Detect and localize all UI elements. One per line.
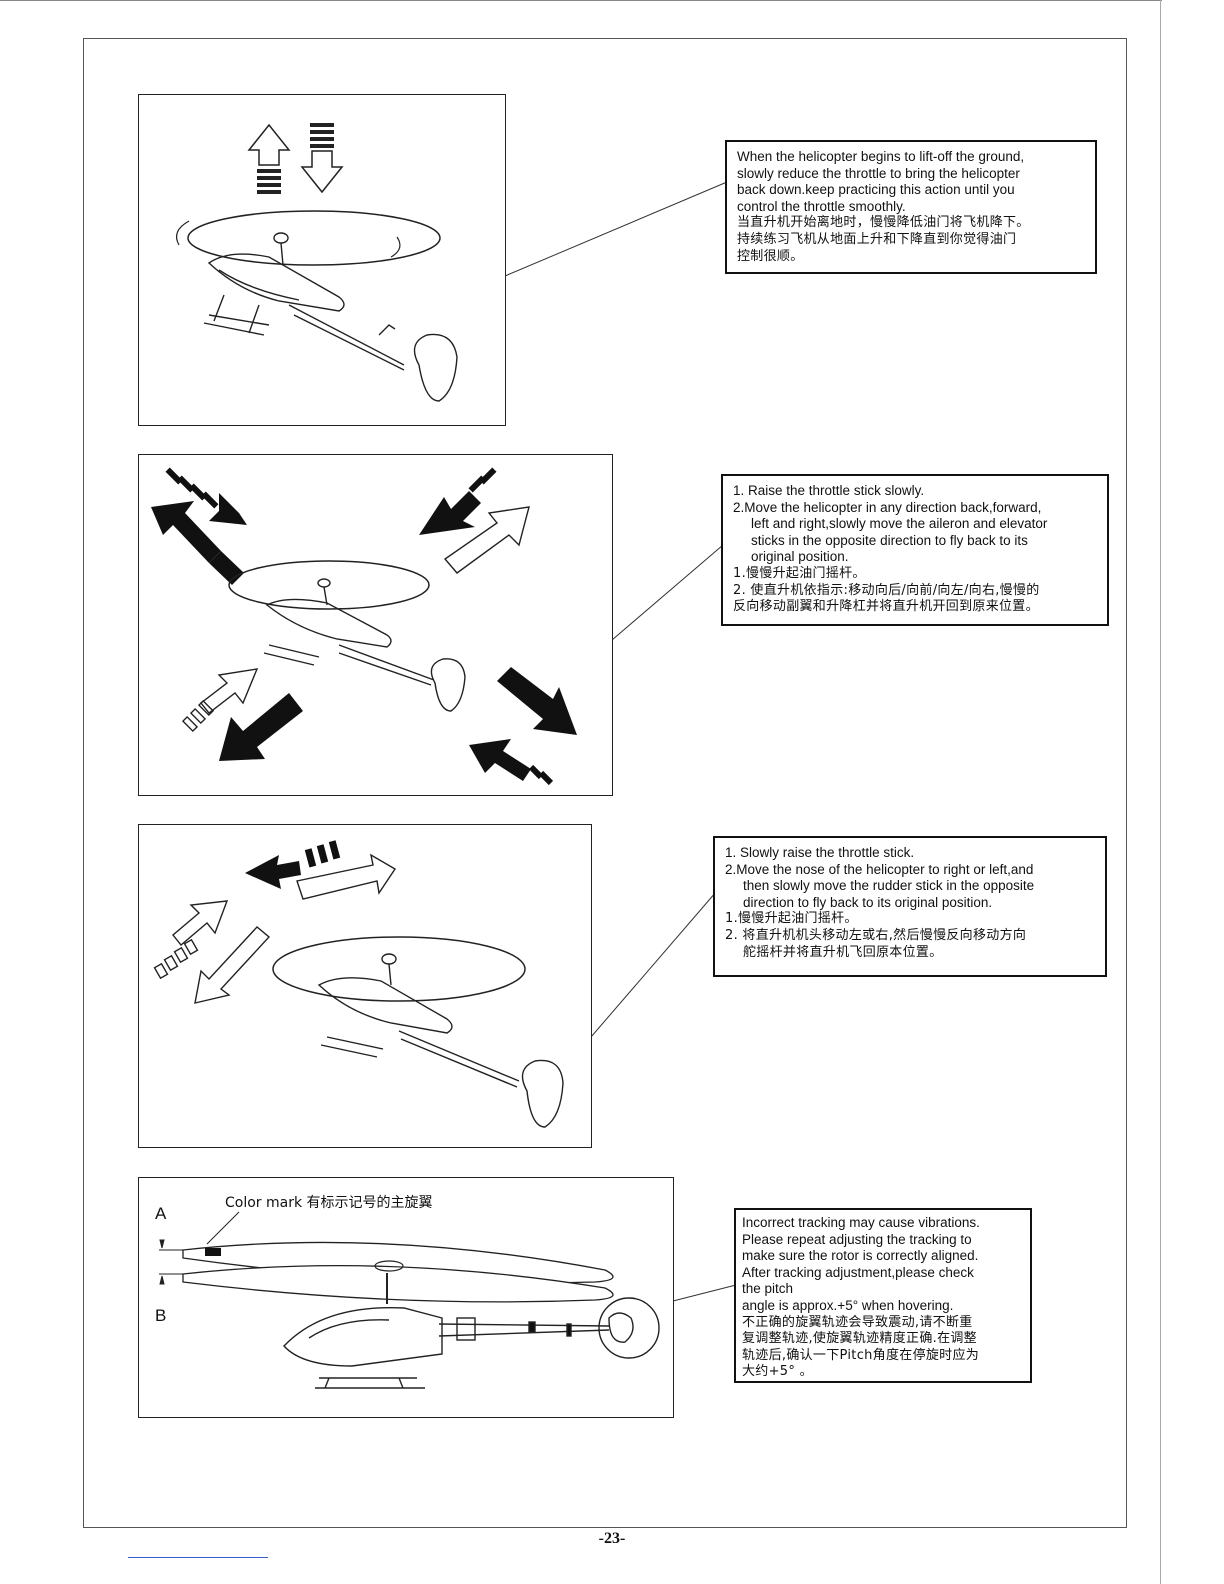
rotor-tracking-illustration — [159, 1211, 660, 1389]
instruction-box-throttle: When the helicopter begins to lift-off t… — [725, 140, 1097, 274]
instruction-en-line: 2.Move the helicopter in any direction b… — [733, 499, 1042, 515]
arrow-downright-striped-icon — [165, 467, 247, 525]
arrow-upleft-striped-icon — [469, 739, 554, 786]
instruction-en-line: 1. Slowly raise the throttle stick. — [725, 845, 915, 860]
instruction-en-line: Incorrect tracking may cause vibrations. — [742, 1215, 980, 1230]
instruction-cn-line: 2. 将直升机机头移动左或右,然后慢慢反向移动方向 — [725, 927, 1027, 943]
page-right-border — [1160, 0, 1162, 1584]
label-a: A — [155, 1204, 167, 1223]
instruction-box-aileron-elevator: 1. Raise the throttle stick slowly. 2.Mo… — [721, 474, 1109, 626]
down-arrow-icon — [300, 150, 344, 194]
illustration-panel-rudder — [138, 824, 592, 1148]
instruction-cn-line: 1.慢慢升起油门摇杆。 — [725, 911, 858, 927]
instruction-en-line: After tracking adjustment,please check — [742, 1264, 974, 1280]
instruction-en-line: 1. Raise the throttle stick slowly. — [733, 483, 925, 498]
instruction-en-line: Please repeat adjusting the tracking to — [742, 1231, 972, 1247]
instruction-en-line: When the helicopter begins to lift-off t… — [737, 149, 1025, 164]
page-top-border — [0, 0, 1162, 2]
hyperlink-underline[interactable] — [128, 1557, 268, 1559]
instruction-cn-line: 复调整轨迹,使旋翼轨迹精度正确.在调整 — [742, 1331, 977, 1347]
stripes-up — [257, 169, 281, 194]
instruction-en-line: the pitch — [742, 1281, 794, 1297]
instruction-en-line: sticks in the opposite direction to fly … — [751, 532, 1028, 548]
arrow-downleft-outline-icon — [194, 926, 271, 1004]
page-frame — [83, 38, 1127, 1528]
stripes-bottom-left — [181, 699, 215, 733]
instruction-cn-line: 2. 使直升机依指示:移动向后/向前/向左/向右,慢慢的 — [733, 582, 1040, 598]
instruction-cn-line: 大约+5° 。 — [742, 1364, 813, 1380]
arrow-left-striped-icon — [245, 840, 341, 889]
helicopter-directions-illustration — [151, 467, 577, 786]
instruction-en-line: then slowly move the rudder stick in the… — [743, 878, 1035, 894]
instruction-en-line: back down.keep practicing this action un… — [737, 182, 1015, 198]
stripes-rudder — [153, 938, 199, 980]
instruction-en-line: left and right,slowly move the aileron a… — [751, 516, 1048, 532]
illustration-panel-aileron-elevator — [138, 454, 613, 796]
instruction-box-tracking: Incorrect tracking may cause vibrations.… — [734, 1208, 1032, 1383]
instruction-en-line: make sure the rotor is correctly aligned… — [742, 1248, 979, 1264]
page-number: -23- — [598, 1530, 626, 1547]
color-mark-label: Color mark 有标示记号的主旋翼 — [225, 1195, 433, 1211]
arrow-downleft-striped-icon — [419, 467, 497, 535]
up-arrow-icon — [247, 123, 291, 166]
instruction-cn-line: 舵摇杆并将直升机飞回原本位置。 — [743, 944, 943, 960]
instruction-cn-line: 1.慢慢升起油门摇杆。 — [733, 565, 866, 581]
color-mark-swatch — [205, 1248, 221, 1256]
arrow-right-outline-icon — [296, 853, 396, 900]
instruction-cn-line: 持续练习飞机从地面上升和下降直到你觉得油门 — [737, 231, 1017, 247]
instruction-cn-line: 控制很顺。 — [737, 248, 804, 264]
arrow-downright-icon — [497, 667, 577, 735]
helicopter-updown-illustration — [176, 123, 458, 402]
helicopter-rudder-illustration — [153, 840, 564, 1128]
instruction-en-line: angle is approx.+5° when hovering. — [742, 1297, 954, 1313]
stripes-down — [310, 123, 334, 148]
instruction-cn-line: 不正确的旋翼轨迹会导致震动,请不断重 — [742, 1314, 973, 1330]
arrow-upright-outline-icon-2 — [200, 668, 259, 714]
arrow-upright-outline-icon — [443, 506, 530, 574]
instruction-en-line: slowly reduce the throttle to bring the … — [737, 165, 1020, 181]
label-b: B — [155, 1306, 167, 1325]
arrow-upright-outline-icon-3 — [172, 900, 229, 946]
instruction-box-rudder: 1. Slowly raise the throttle stick. 2.Mo… — [713, 836, 1107, 977]
instruction-en-line: original position. — [751, 549, 849, 565]
instruction-cn-line: 当直升机开始离地时，慢慢降低油门将飞机降下。 — [737, 215, 1030, 231]
arrow-downleft-icon — [219, 693, 303, 761]
instruction-cn-line: 轨迹后,确认一下Pitch角度在停旋时应为 — [742, 1347, 980, 1363]
instruction-cn-line: 反向移动副翼和升降杠并将直升机开回到原来位置。 — [733, 599, 1039, 615]
instruction-en-line: control the throttle smoothly. — [737, 198, 906, 214]
instruction-en-line: direction to fly back to its original po… — [743, 894, 993, 910]
instruction-en-line: 2.Move the nose of the helicopter to rig… — [725, 861, 1034, 877]
illustration-panel-throttle — [138, 94, 506, 426]
illustration-panel-tracking: Color mark 有标示记号的主旋翼 A B — [138, 1177, 674, 1418]
